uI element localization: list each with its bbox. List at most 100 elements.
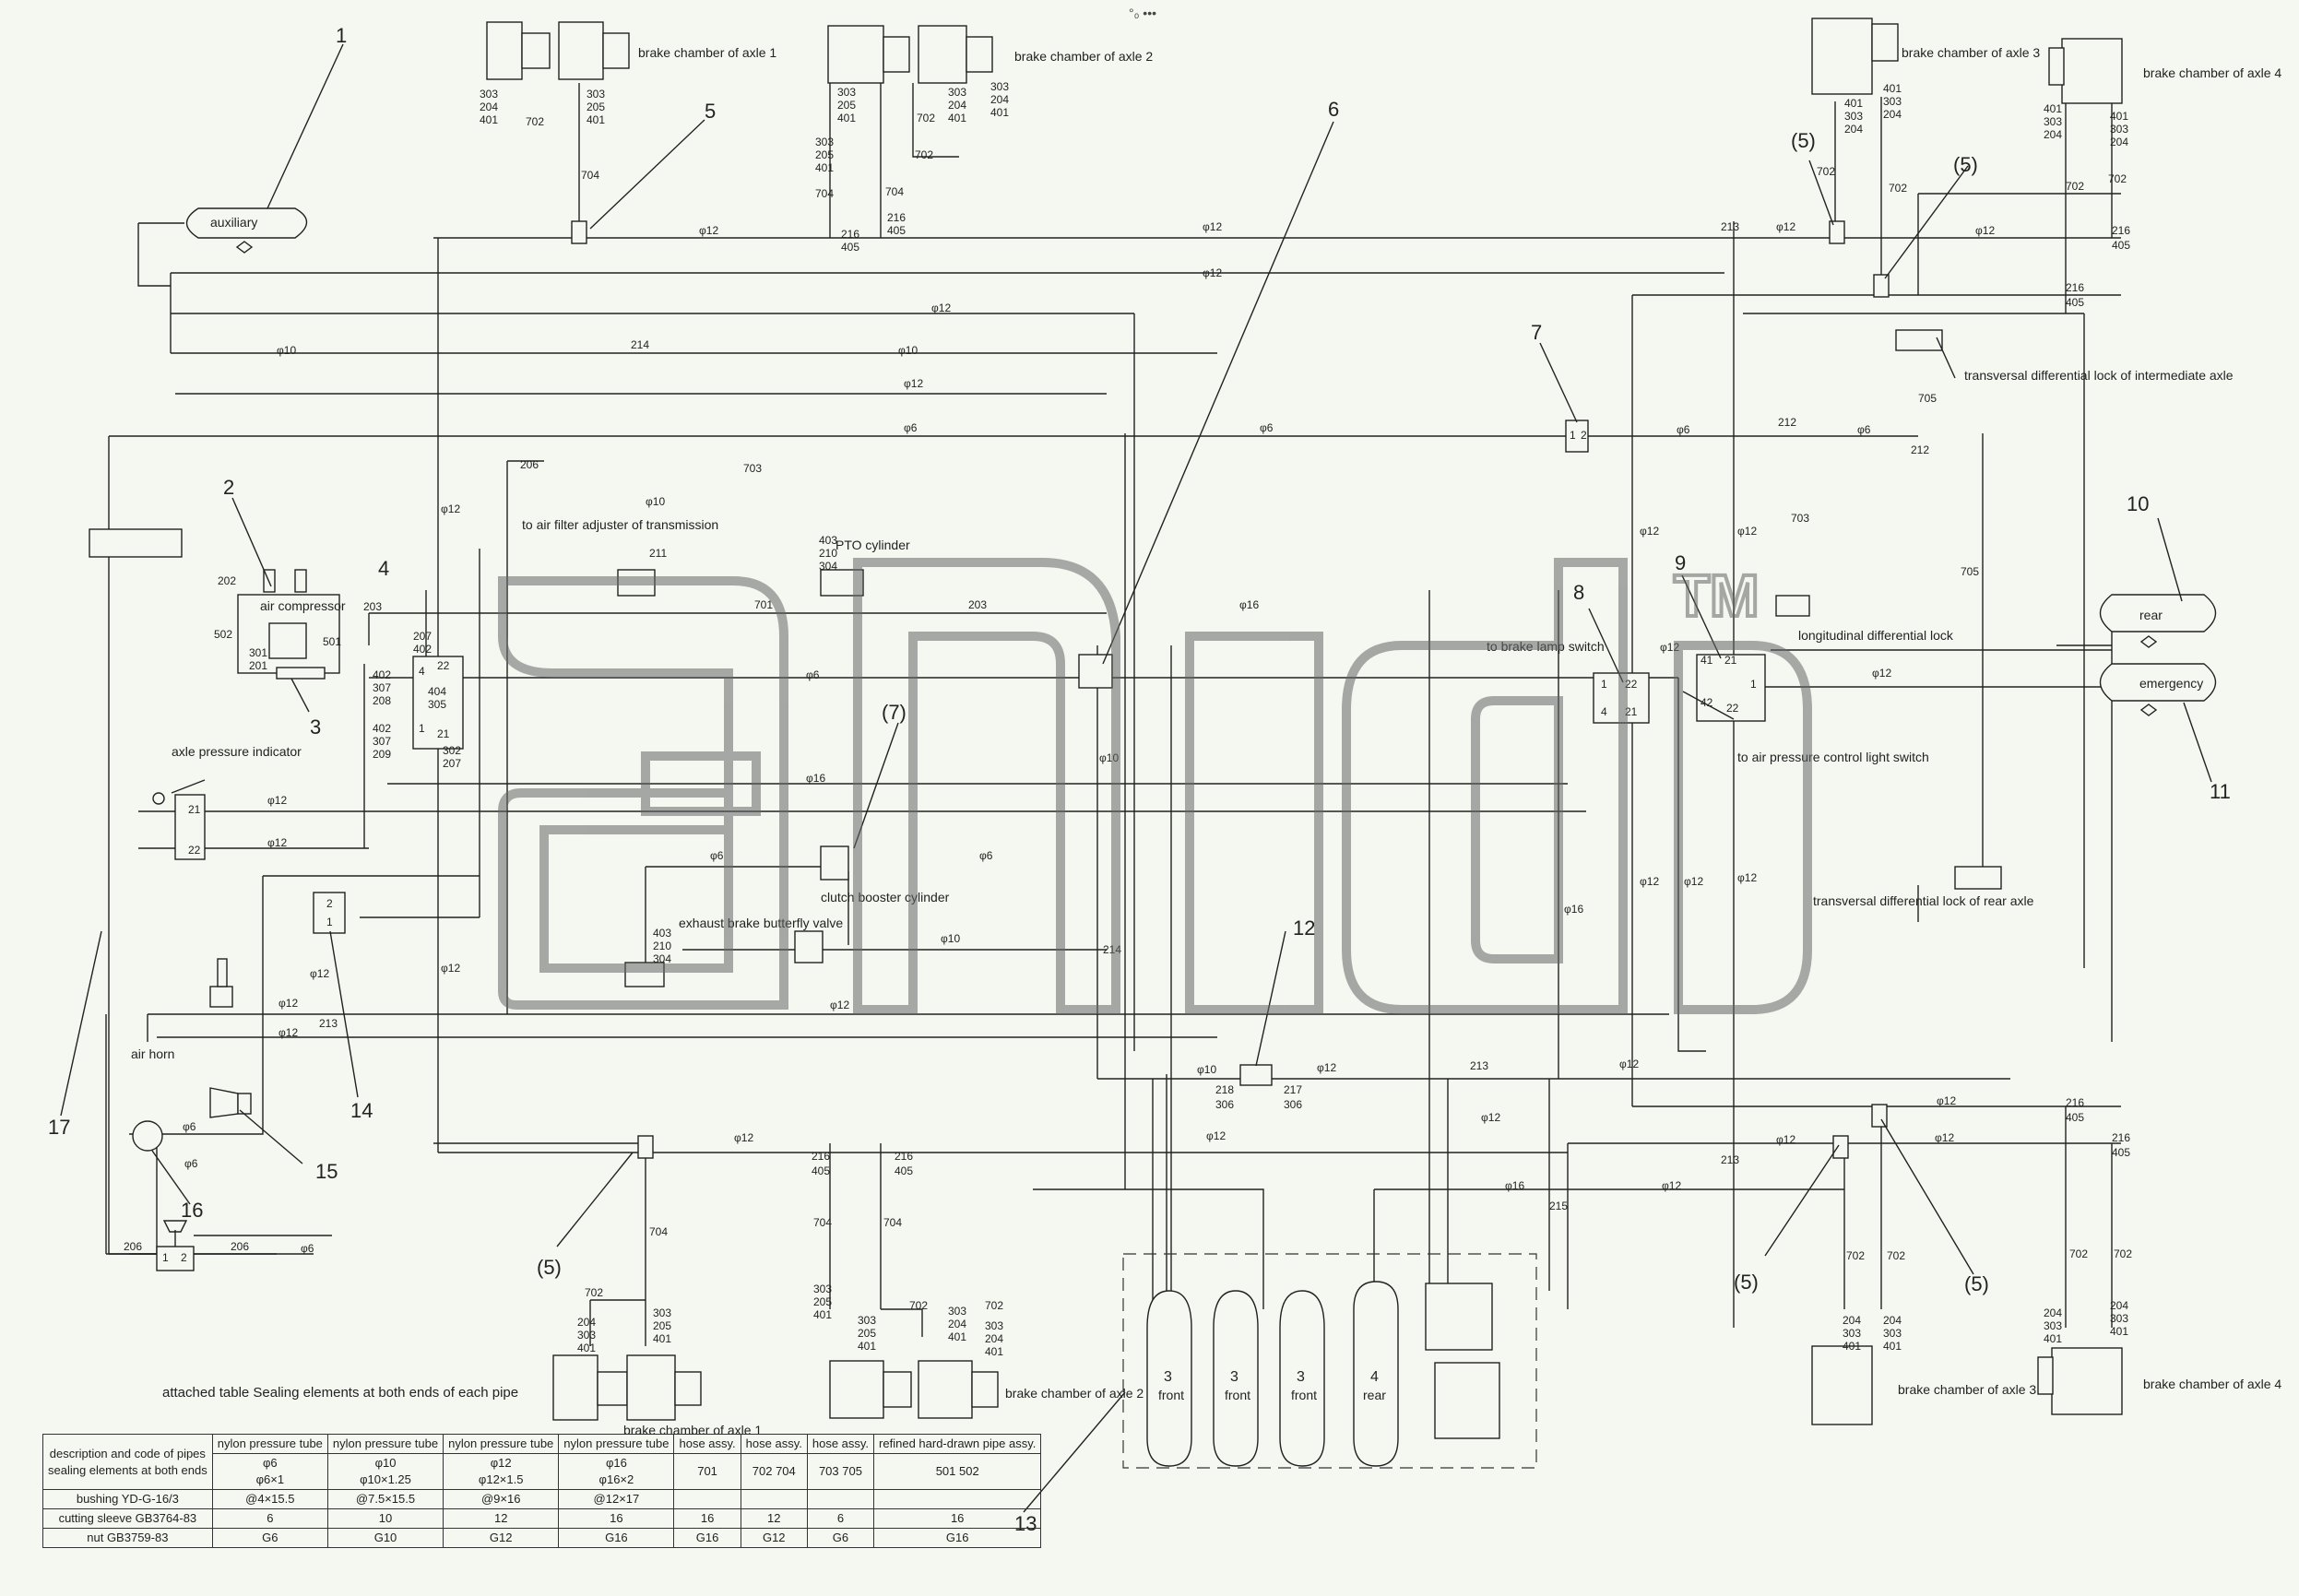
pipe-n201: 201 (249, 659, 267, 672)
dryer-unit (1434, 1362, 1500, 1439)
port-402b: 402 (373, 668, 391, 681)
table-header-refined: refined hard-drawn pipe assy. (873, 1434, 1042, 1454)
pipe-d6: φ6 (904, 421, 918, 434)
pipe-d12: φ12 (278, 997, 298, 1010)
table-header-nylon: nylon pressure tube (326, 1434, 444, 1454)
table-row: bushing YD-G-16/3 @4×15.5@7.5×15.5 @9×16… (42, 1489, 1042, 1509)
label-bc2-top: brake chamber of axle 2 (1014, 49, 1153, 64)
transversal-diff-lock-rear (1954, 866, 2002, 890)
brake-chamber-axle2-left (827, 25, 884, 84)
port-211: 211 (649, 547, 667, 560)
brake-chamber-axle2-bottom-right (918, 1360, 973, 1419)
pipe-d12: φ12 (1203, 220, 1222, 233)
pipe-n215: 215 (1549, 1200, 1568, 1212)
code-204: 204 (1843, 1314, 1861, 1327)
table-header-hose: hose assy. (806, 1434, 875, 1454)
air-filter-adjuster (617, 569, 656, 597)
pipe-d10: φ10 (941, 932, 960, 945)
pipe-n405: 405 (887, 224, 906, 237)
brake-chamber-axle4-bottom (2051, 1347, 2123, 1415)
pipe-d16: φ16 (1564, 903, 1583, 916)
label-tank-3a: 3 (1164, 1369, 1172, 1385)
pipe-d12: φ12 (1776, 1133, 1795, 1146)
auxiliary-tank (185, 207, 308, 239)
code-401: 401 (577, 1342, 596, 1354)
label-axle-pressure: axle pressure indicator (172, 744, 302, 759)
code-401: 401 (2044, 102, 2062, 115)
code-401: 401 (815, 161, 834, 174)
pipe-n405: 405 (2066, 1111, 2084, 1124)
code-204: 204 (2044, 1306, 2062, 1319)
pipe-d10: φ10 (277, 344, 296, 357)
pipe-d12: φ12 (1937, 1094, 1956, 1107)
pipe-d12: φ12 (267, 836, 287, 849)
port-207b: 207 (443, 757, 461, 770)
code-205: 205 (587, 100, 605, 113)
pipe-n704: 704 (649, 1225, 668, 1238)
pipe-d10: φ10 (1197, 1063, 1216, 1076)
pipe-n206: 206 (231, 1240, 249, 1253)
code-303: 303 (1843, 1327, 1861, 1340)
port-22-v9: 22 (1726, 702, 1739, 715)
code-204: 204 (2110, 136, 2128, 148)
pipe-n702: 702 (1846, 1249, 1865, 1262)
port-307: 307 (373, 681, 391, 694)
relay-valve-top-axle1 (571, 220, 587, 244)
pipe-n702: 702 (915, 148, 933, 161)
code-204: 204 (985, 1332, 1003, 1345)
pipe-n702: 702 (1889, 182, 1907, 195)
rear-tank-group (1353, 1281, 1399, 1467)
pipe-n501: 501 (323, 635, 341, 648)
code-303: 303 (2110, 123, 2128, 136)
pipe-n704: 704 (813, 1216, 832, 1229)
pipe-n217: 217 (1284, 1083, 1302, 1096)
table-header-nylon: nylon pressure tube (443, 1434, 560, 1454)
pipe-d6: φ6 (1677, 423, 1690, 436)
label-bc4-top: brake chamber of axle 4 (2143, 65, 2281, 80)
port-41: 41 (1701, 654, 1713, 667)
code-303: 303 (990, 80, 1009, 93)
label-tank-4: 4 (1370, 1369, 1379, 1385)
callout-1: 1 (336, 24, 347, 47)
label-brake-lamp: to brake lamp switch (1487, 639, 1605, 654)
brake-chamber-axle2-bottom-left (829, 1360, 884, 1419)
pipe-d12: φ12 (1737, 525, 1757, 538)
table-header-nylon: nylon pressure tube (558, 1434, 675, 1454)
front-tank-3 (1279, 1290, 1325, 1467)
table-code: 703 705 (806, 1453, 875, 1490)
callout-p5-top-left: (5) (1791, 129, 1816, 152)
port-1-handle: 1 (162, 1251, 169, 1264)
code-401: 401 (837, 112, 856, 124)
pipe-d6: φ6 (806, 668, 820, 681)
brake-chamber-axle1-right (558, 21, 604, 80)
pipe-n702: 702 (917, 112, 935, 124)
code-303: 303 (480, 88, 498, 100)
pipe-n702: 702 (2066, 180, 2084, 193)
callout-5: 5 (705, 100, 716, 123)
code-401: 401 (948, 112, 966, 124)
table-code: 501 502 (873, 1453, 1042, 1490)
pipe-d12: φ12 (441, 962, 460, 975)
label-rear-tank: rear (1363, 1388, 1386, 1402)
code-401: 401 (1883, 82, 1902, 95)
pipe-n405: 405 (841, 241, 859, 254)
pipe-n216: 216 (812, 1150, 830, 1163)
port-21: 21 (437, 727, 450, 740)
code-204: 204 (577, 1316, 596, 1329)
port-2-handle: 2 (181, 1251, 187, 1264)
brake-chamber-axle1-bottom-left (552, 1354, 598, 1421)
pipe-n502: 502 (214, 628, 232, 641)
pipe-d12: φ12 (1872, 667, 1891, 680)
code-303: 303 (948, 1305, 966, 1318)
code-401: 401 (2110, 1325, 2128, 1338)
pipe-d6: φ6 (301, 1242, 314, 1255)
code-205: 205 (813, 1295, 832, 1308)
four-circuit-protection-valve (1425, 1283, 1493, 1351)
port-1-v14: 1 (326, 916, 333, 928)
code-401: 401 (587, 113, 605, 126)
port-1: 1 (419, 722, 425, 735)
code-303: 303 (1883, 95, 1902, 108)
label-tank-3c: 3 (1297, 1369, 1305, 1385)
